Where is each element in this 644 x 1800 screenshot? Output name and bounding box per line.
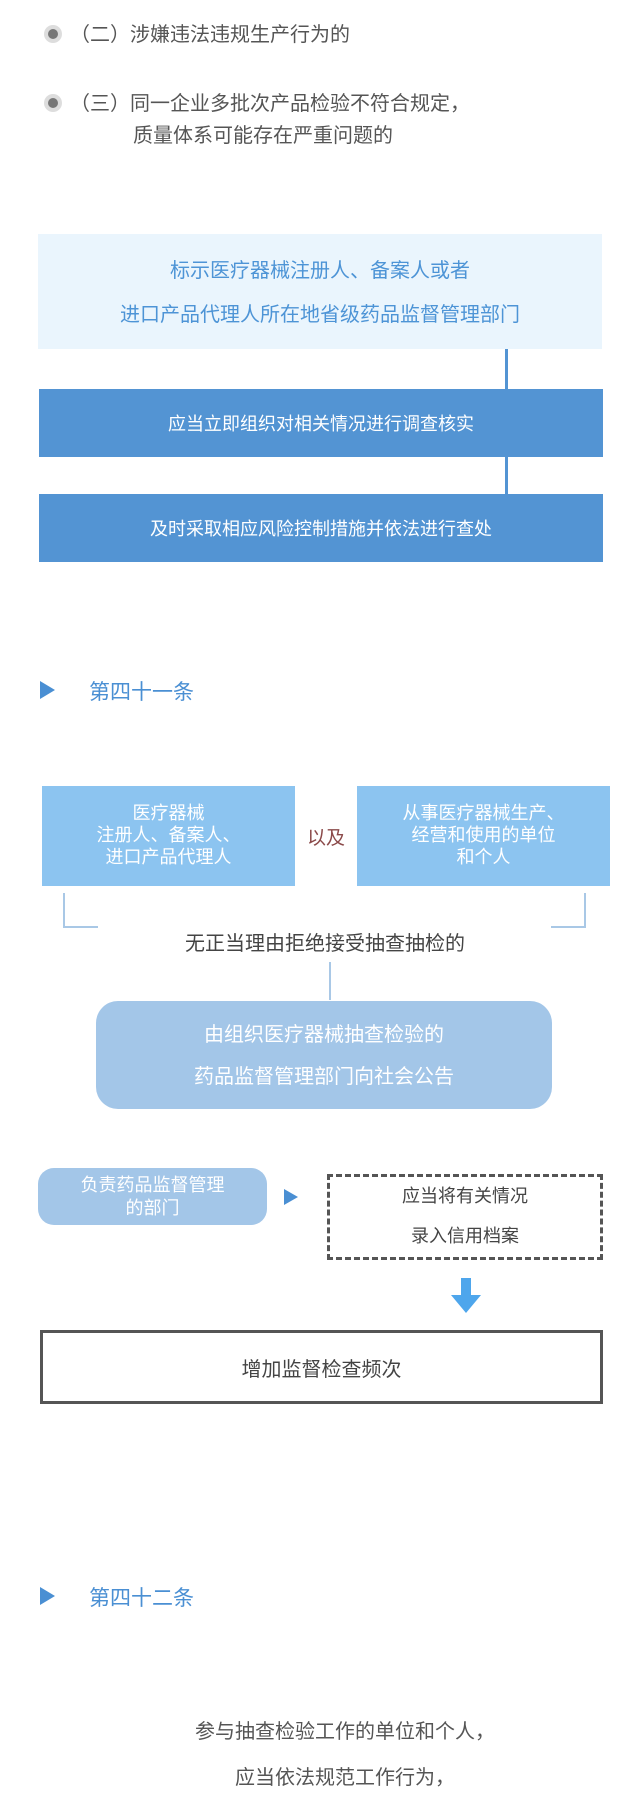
box-line: 从事医疗器械生产、 — [402, 803, 565, 824]
right-bracket — [551, 893, 586, 928]
box-line: 负责药品监督管理 — [80, 1174, 225, 1196]
article-heading: 第四十二条 — [89, 1586, 194, 1610]
item-text: 同一企业多批次产品检验不符合规定， — [130, 91, 470, 115]
box-line: 进口产品代理人 — [105, 847, 232, 868]
step-box: 及时采取相应风险控制措施并依法进行查处 — [39, 494, 603, 562]
list-item: （三）同一企业多批次产品检验不符合规定， — [70, 87, 470, 119]
operators-box: 从事医疗器械生产、 经营和使用的单位 和个人 — [357, 786, 610, 886]
item-text-continued: 质量体系可能存在严重问题的 — [133, 123, 393, 147]
box-line: 医疗器械 — [132, 803, 205, 824]
credit-record-box: 应当将有关情况 录入信用档案 — [327, 1174, 603, 1260]
step-text: 应当立即组织对相关情况进行调查核实 — [168, 414, 474, 435]
final-text: 增加监督检查频次 — [241, 1356, 402, 1381]
box-line: 应当将有关情况 — [402, 1186, 528, 1207]
bullet-icon — [44, 94, 62, 112]
connector-line — [505, 349, 508, 389]
bullet-icon — [44, 25, 62, 43]
box-line: 的部门 — [125, 1197, 180, 1219]
box-line: 和个人 — [456, 847, 511, 868]
connector-line — [505, 457, 508, 494]
article-heading: 第四十一条 — [89, 680, 194, 704]
left-bracket — [63, 893, 98, 928]
responsible-department-box: 标示医疗器械注册人、备案人或者 进口产品代理人所在地省级药品监督管理部门 — [38, 234, 602, 349]
box-line: 标示医疗器械注册人、备案人或者 — [170, 257, 470, 282]
box-line: 进口产品代理人所在地省级药品监督管理部门 — [120, 301, 520, 326]
box-line: 注册人、备案人、 — [96, 825, 241, 846]
body-line: 参与抽查检验工作的单位和个人， — [195, 1719, 495, 1743]
final-box: 增加监督检查频次 — [40, 1330, 603, 1404]
conjunction-label: 以及 — [306, 827, 345, 849]
triangle-icon — [40, 1587, 55, 1605]
triangle-icon — [40, 681, 55, 699]
arrow-right-icon — [284, 1189, 298, 1205]
item-label: （二） — [70, 22, 130, 46]
box-line: 由组织医疗器械抽查检验的 — [204, 1022, 444, 1046]
box-line: 经营和使用的单位 — [411, 825, 556, 846]
box-line: 药品监督管理部门向社会公告 — [194, 1064, 454, 1088]
arrow-down-icon — [451, 1295, 481, 1313]
body-line: 应当依法规范工作行为， — [235, 1765, 455, 1789]
box-line: 录入信用档案 — [411, 1226, 519, 1247]
list-item: （二）涉嫌违法违规生产行为的 — [70, 18, 350, 50]
item-label: （三） — [70, 91, 130, 115]
step-box: 应当立即组织对相关情况进行调查核实 — [39, 389, 603, 457]
department-pill: 负责药品监督管理 的部门 — [38, 1168, 267, 1225]
condition-text: 无正当理由拒绝接受抽查抽检的 — [185, 931, 465, 955]
public-announcement-box: 由组织医疗器械抽查检验的 药品监督管理部门向社会公告 — [96, 1001, 552, 1109]
article-body: 参与抽查检验工作的单位和个人， 应当依法规范工作行为， — [100, 1708, 550, 1800]
connector-line — [329, 962, 331, 1000]
item-text: 涉嫌违法违规生产行为的 — [130, 22, 350, 46]
registrant-box: 医疗器械 注册人、备案人、 进口产品代理人 — [42, 786, 295, 886]
step-text: 及时采取相应风险控制措施并依法进行查处 — [150, 519, 492, 540]
arrow-down-shaft — [461, 1278, 471, 1296]
